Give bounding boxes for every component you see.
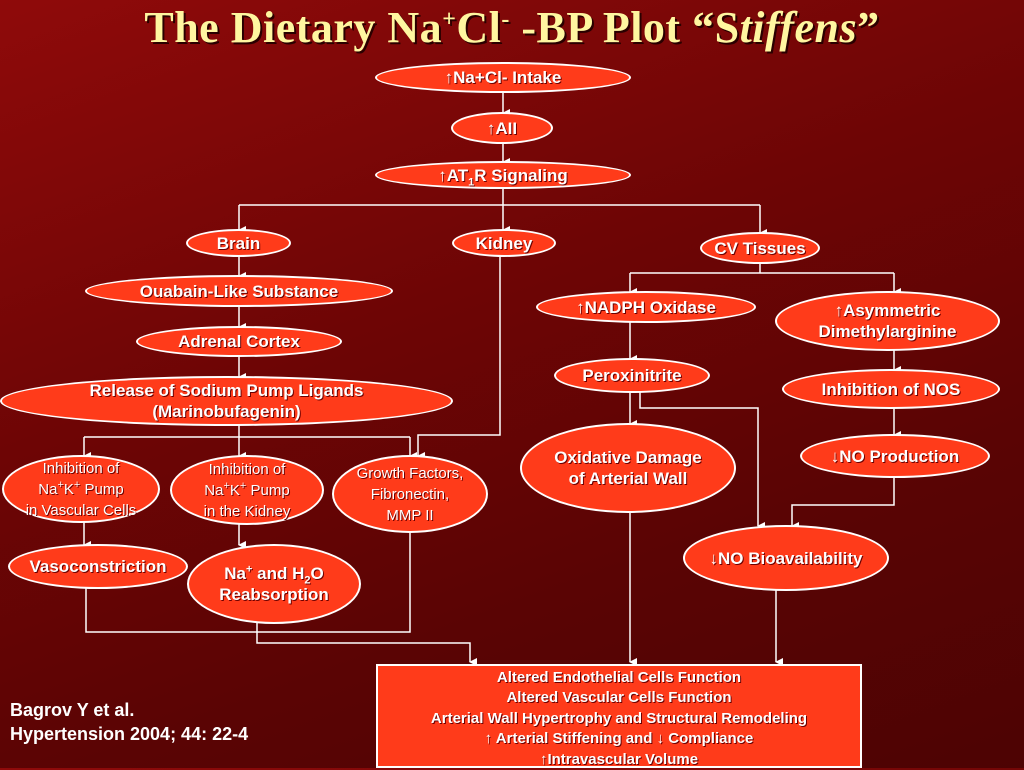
node-ouabain: Ouabain-Like Substance xyxy=(85,275,393,307)
line-vaso-to-result xyxy=(85,533,411,633)
node-na-h2o-reabsorption: Na+ and H2O Reabsorption xyxy=(187,544,361,624)
node-at1r-signaling: ↑AT1R Signaling xyxy=(375,161,631,189)
line-at1r-split xyxy=(239,188,760,206)
node-kidney: Kidney xyxy=(452,229,556,257)
node-brain: Brain xyxy=(186,229,291,257)
node-vasoconstriction: Vasoconstriction xyxy=(8,544,188,589)
node-nacl-intake: ↑Na+Cl- Intake xyxy=(375,62,631,93)
node-release-ligands: Release of Sodium Pump Ligands(Marinobuf… xyxy=(0,376,453,426)
arrow-noprod-to-nobio xyxy=(791,477,895,530)
outcome-line: Altered Endothelial Cells Function xyxy=(496,669,742,686)
node-aii: ↑AII xyxy=(451,112,553,144)
outcome-line: ↑ Arterial Stiffening and ↓ Compliance xyxy=(484,730,754,748)
node-inhibition-vascular: Inhibition of Na+K+ Pump in Vascular Cel… xyxy=(2,455,160,523)
node-growth-factors: Growth Factors, Fibronectin, MMP II xyxy=(332,455,488,533)
line-release-split xyxy=(84,425,410,438)
outcome-line: ↑Intravascular Volume xyxy=(539,750,699,768)
node-adrenal-cortex: Adrenal Cortex xyxy=(136,326,342,357)
line-reabs-to-result xyxy=(256,623,477,666)
node-no-production: ↓NO Production xyxy=(800,434,990,478)
citation: Bagrov Y et al. Hypertension 2004; 44: 2… xyxy=(10,698,248,746)
node-no-bioavailability: ↓NO Bioavailability xyxy=(683,525,889,591)
node-inhibition-nos: Inhibition of NOS xyxy=(782,369,1000,409)
citation-authors: Bagrov Y et al. xyxy=(10,700,135,720)
citation-journal: Hypertension 2004; 44: 22-4 xyxy=(10,724,249,744)
arrow-kidney-to-growth xyxy=(417,256,501,460)
node-cv-tissues: CV Tissues xyxy=(700,232,820,264)
node-inhibition-kidney: Inhibition of Na+K+ Pump in the Kidney xyxy=(170,455,324,525)
outcome-line: Arterial Wall Hypertrophy and Structural… xyxy=(430,709,808,727)
outcome-box: Altered Endothelial Cells Function Alter… xyxy=(376,664,862,768)
arrow-perox-to-nobio xyxy=(639,392,765,530)
node-nadph-oxidase: ↑NADPH Oxidase xyxy=(536,291,756,323)
page-title: The Dietary Na+Cl- -BP Plot “Stiffens” xyxy=(144,3,880,52)
outcome-line: Altered Vascular Cells Function xyxy=(506,689,732,707)
node-peroxinitrite: Peroxinitrite xyxy=(554,358,710,393)
